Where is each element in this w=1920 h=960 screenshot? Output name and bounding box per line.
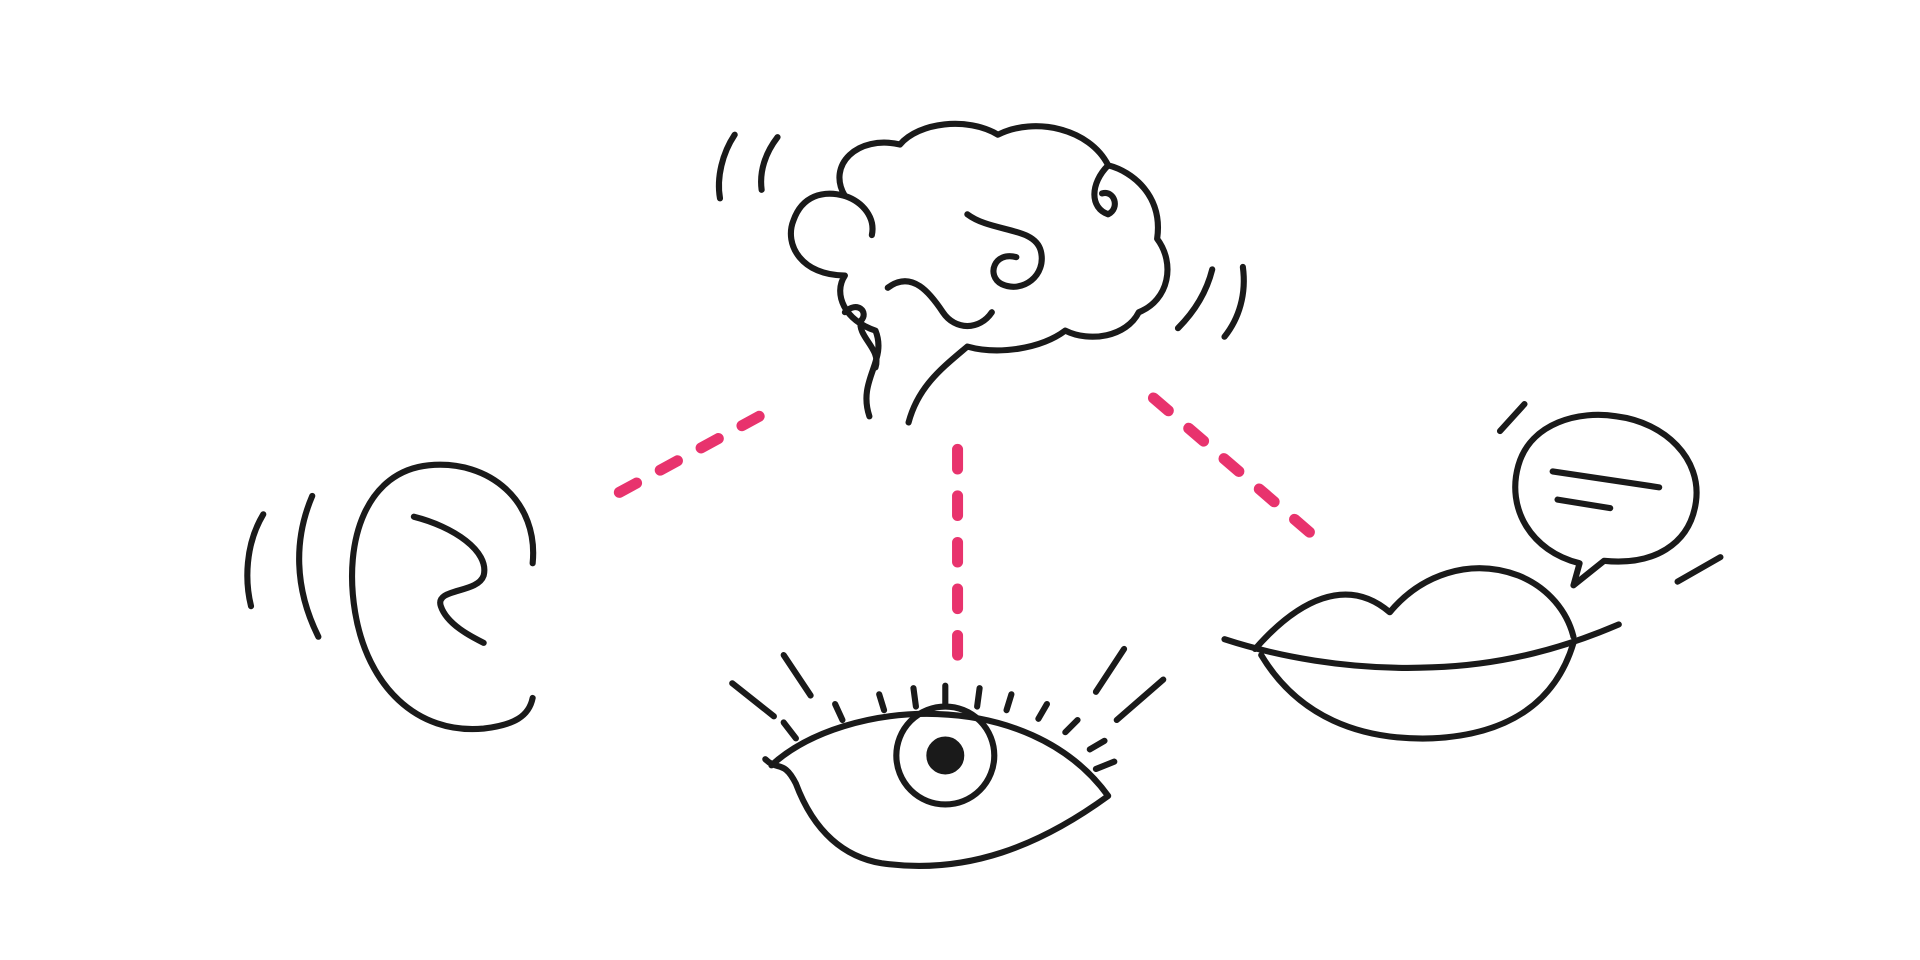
connectors bbox=[600, 392, 1326, 661]
connector-brain-lips bbox=[1147, 392, 1326, 547]
connector-brain-ear bbox=[600, 410, 765, 506]
ear-icon bbox=[244, 461, 537, 733]
brain-icon bbox=[715, 120, 1247, 426]
speech-bubble-icon bbox=[1496, 401, 1724, 589]
lips-icon bbox=[1221, 565, 1622, 742]
eye-icon bbox=[729, 645, 1167, 869]
